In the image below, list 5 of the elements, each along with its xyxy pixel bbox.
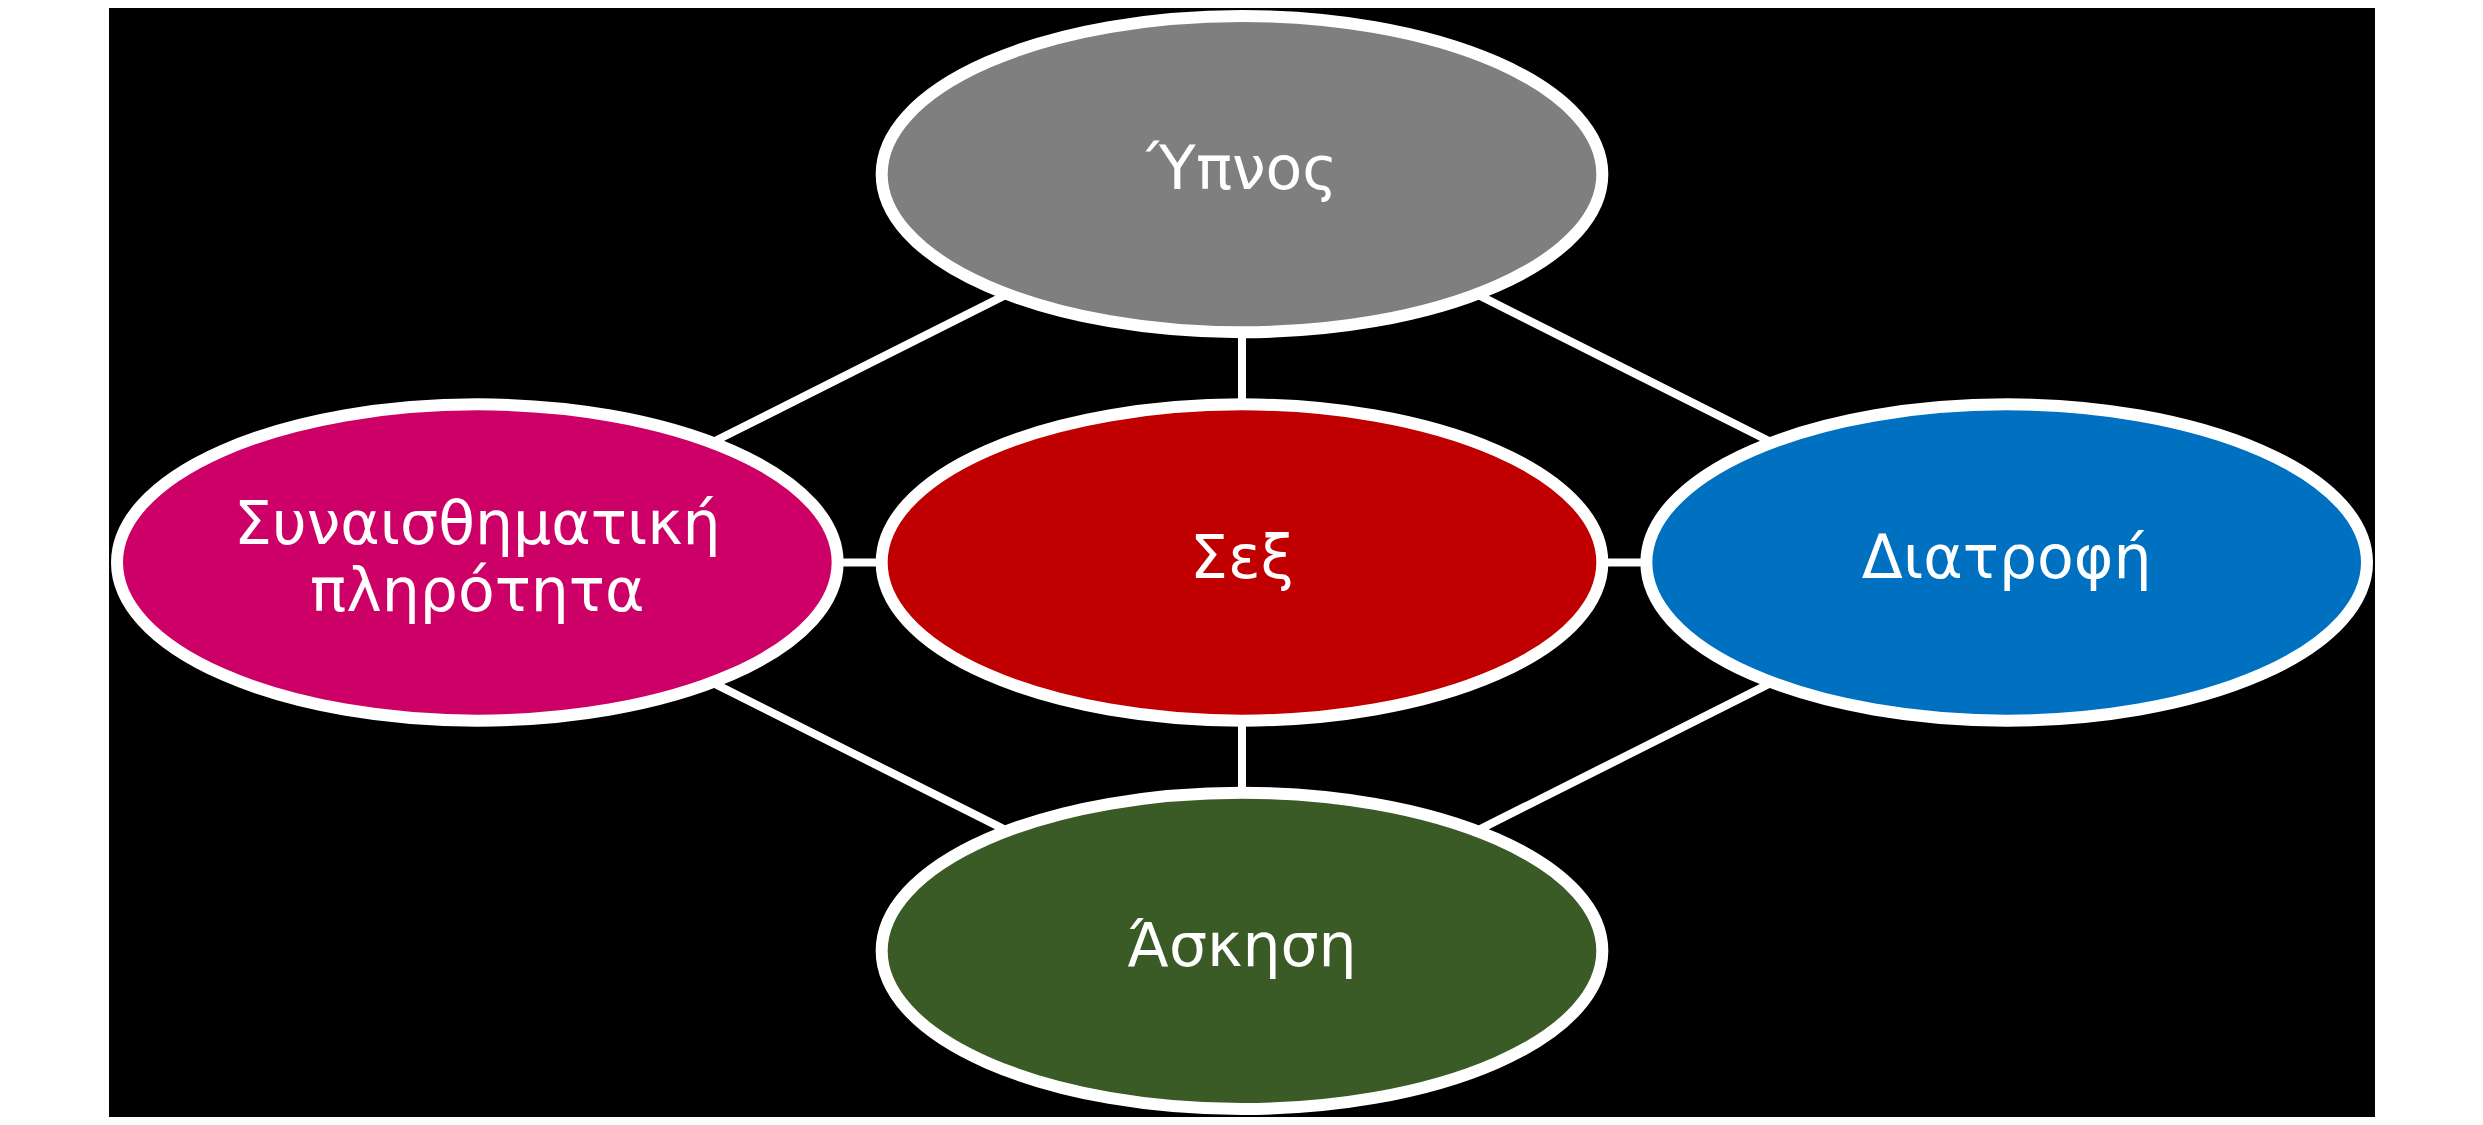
node-ellipse: Σεξ (875, 398, 1608, 727)
node-ellipse: Διατροφή (1639, 398, 2373, 727)
node-ellipse: Ύπνος (875, 10, 1608, 339)
node-ellipse: Συναισθηματική πληρότητα (110, 398, 844, 727)
node-ellipse: Άσκηση (875, 786, 1608, 1115)
